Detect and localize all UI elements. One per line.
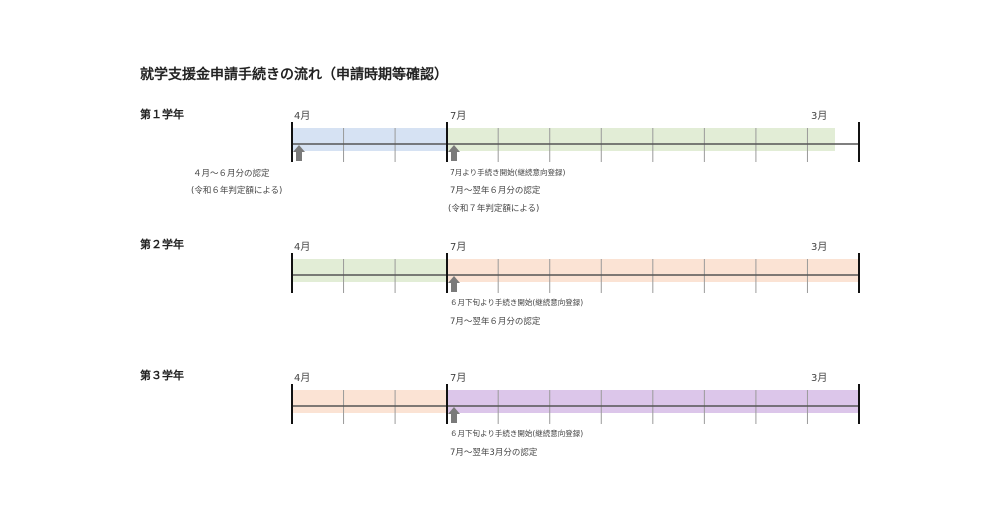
month-label-mid: 7月 <box>450 111 467 122</box>
note-left: ４月～６月分の認定 <box>193 169 270 179</box>
period-band-first <box>292 259 447 282</box>
note-right: ６月下旬より手続き開始(継続意向登録) <box>450 429 584 438</box>
page-title: 就学支援金申請手続きの流れ（申請時期等確認） <box>140 67 448 83</box>
period-band-second <box>447 128 835 151</box>
note-right: 7月～翌年3月分の認定 <box>450 448 538 458</box>
grade-label-2: 第２学年 <box>140 238 184 251</box>
month-label-mid: 7月 <box>450 242 467 253</box>
arrow-shape <box>448 276 460 292</box>
note-right: 7月～翌年６月分の認定 <box>450 186 541 196</box>
up-arrow-icon <box>293 145 305 161</box>
arrow-shape <box>293 145 305 161</box>
month-label-start: 4月 <box>294 242 311 253</box>
up-arrow-icon <box>448 276 460 292</box>
up-arrow-icon <box>448 407 460 423</box>
month-label-end: 3月 <box>811 373 828 384</box>
period-band-first <box>292 390 447 413</box>
arrow-shape <box>448 407 460 423</box>
note-right: ６月下旬より手続き開始(継続意向登録) <box>450 298 584 307</box>
note-left: (令和６年判定額による) <box>191 186 283 196</box>
month-label-end: 3月 <box>811 242 828 253</box>
month-label-start: 4月 <box>294 373 311 384</box>
arrow-shape <box>448 145 460 161</box>
grade-label-3: 第３学年 <box>140 369 184 382</box>
note-right: 7月～翌年６月分の認定 <box>450 317 541 327</box>
note-right: (令和７年判定額による) <box>448 204 540 214</box>
up-arrow-icon <box>448 145 460 161</box>
note-right: 7月より手続き開始(継続意向登録) <box>450 168 566 177</box>
month-label-end: 3月 <box>811 111 828 122</box>
period-band-first <box>292 128 447 151</box>
month-label-mid: 7月 <box>450 373 467 384</box>
grade-label-1: 第１学年 <box>140 108 184 121</box>
month-label-start: 4月 <box>294 111 311 122</box>
